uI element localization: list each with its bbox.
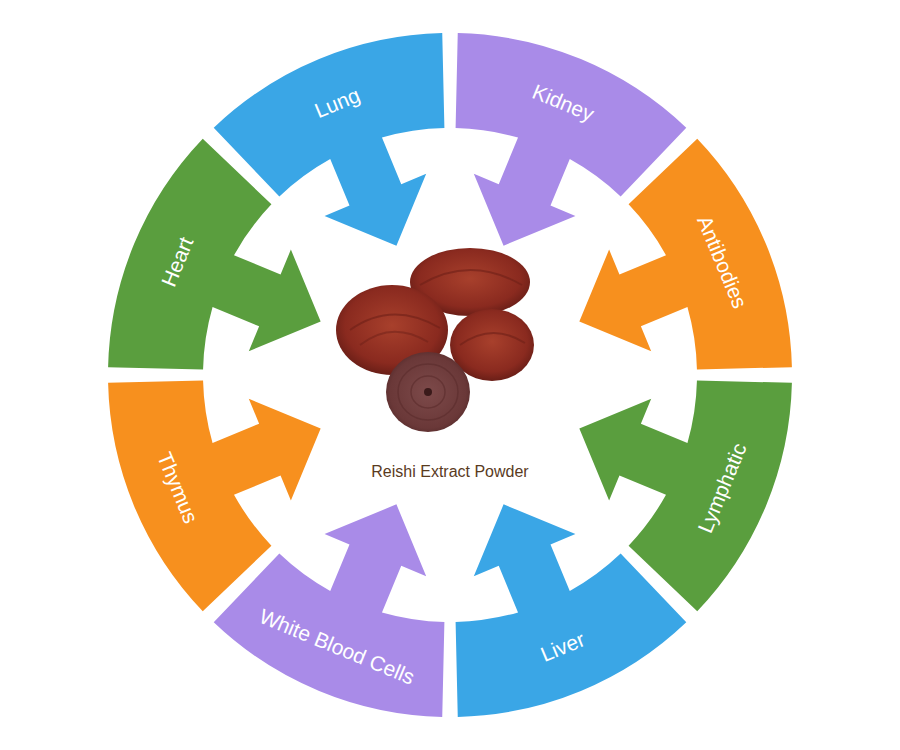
segment-shape (107, 137, 322, 371)
segment-arrow-outline (456, 504, 687, 717)
segment-shape (578, 137, 793, 371)
mushroom-caps (336, 248, 534, 432)
segment-arrow-outline (108, 381, 321, 612)
ring-segment: Liver (454, 503, 688, 718)
label-holder: Reishi Extract Powder (0, 0, 157, 18)
ring-segment: Heart (107, 137, 322, 371)
segment-shape (107, 379, 322, 613)
segment-shape (454, 503, 688, 718)
segment-arrow-outline (108, 139, 321, 370)
segment-arrow-outline (579, 139, 792, 370)
product-caption: Reishi Extract Powder (371, 463, 528, 481)
ring-segment: Thymus (107, 379, 322, 613)
ring-segment: Antibodies (578, 137, 793, 371)
